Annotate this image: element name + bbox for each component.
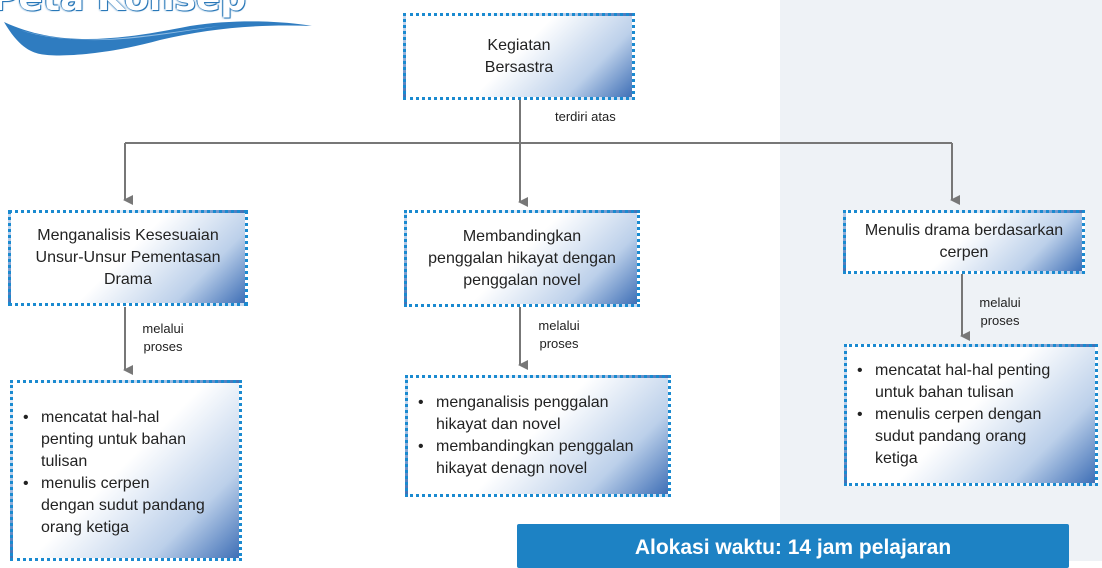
branch-2-process-box: menganalisis penggalan hikayat dan novel… — [405, 375, 671, 497]
branch-2-title-line: penggalan novel — [463, 271, 581, 289]
branch-1-title-line: Unsur-Unsur Pementasan — [35, 249, 221, 266]
relation-line: melalui — [538, 318, 580, 333]
list-item: mencatat hal-hal penting untuk bahan tul… — [23, 407, 233, 473]
list-item: mencatat hal-hal penting untuk bahan tul… — [857, 360, 1089, 404]
branch-2-node: Membandingkan penggalan hikayat dengan p… — [404, 210, 640, 307]
branch-2-title-line: Membandingkan — [462, 227, 582, 245]
branch-1-process-list: mencatat hal-hal penting untuk bahan tul… — [13, 407, 239, 539]
list-item-line: penting untuk bahan — [41, 431, 187, 448]
branch-1-title-line: Drama — [103, 271, 152, 288]
branch-2-process-list: menganalisis penggalan hikayat dan novel… — [408, 392, 668, 480]
branch-1-process-box: mencatat hal-hal penting untuk bahan tul… — [10, 380, 242, 561]
relation-label-branch-2: melalui proses — [532, 317, 586, 353]
root-node: Kegiatan Bersastra — [403, 13, 635, 100]
relation-line: melalui — [979, 295, 1021, 310]
list-item-line: mencatat hal-hal penting — [875, 362, 1051, 379]
root-line-1: Kegiatan — [487, 36, 551, 54]
relation-label-branch-3: melalui proses — [973, 294, 1027, 330]
root-line-2: Bersastra — [484, 58, 554, 76]
relation-line: proses — [143, 339, 183, 354]
relation-label-branch-1: melalui proses — [136, 320, 190, 356]
swoosh-icon — [4, 21, 312, 56]
relation-line: proses — [539, 336, 579, 351]
list-item: menulis cerpen dengan sudut pandang oran… — [23, 473, 233, 539]
branch-1-node: Menganalisis Kesesuaian Unsur-Unsur Peme… — [8, 210, 248, 306]
header-logo: Peta Konsep — [0, 0, 320, 65]
branch-3-title-line: cerpen — [939, 244, 989, 261]
list-item-line: menganalisis penggalan — [436, 394, 609, 411]
page-title: Peta Konsep — [0, 0, 246, 19]
list-item-line: menulis cerpen — [41, 475, 150, 492]
list-item-line: hikayat dan novel — [436, 416, 561, 433]
list-item-line: untuk bahan tulisan — [875, 384, 1014, 401]
time-allocation-banner: Alokasi waktu: 14 jam pelajaran — [517, 524, 1069, 568]
relation-label-root: terdiri atas — [555, 109, 616, 124]
relation-line: melalui — [142, 321, 184, 336]
list-item-line: sudut pandang orang — [875, 428, 1027, 445]
branch-3-process-box: mencatat hal-hal penting untuk bahan tul… — [844, 344, 1098, 486]
list-item-line: mencatat hal-hal — [41, 409, 160, 426]
branch-2-title-line: penggalan hikayat dengan — [428, 249, 616, 267]
list-item-line: menulis cerpen dengan — [875, 406, 1042, 423]
branch-3-node: Menulis drama berdasarkan cerpen — [843, 210, 1085, 274]
list-item: membandingkan penggalan hikayat denagn n… — [418, 436, 662, 480]
list-item: menulis cerpen dengan sudut pandang oran… — [857, 404, 1089, 470]
list-item-line: ketiga — [875, 450, 918, 467]
list-item-line: orang ketiga — [41, 519, 130, 536]
list-item-line: hikayat denagn novel — [436, 460, 588, 477]
branch-1-title-line: Menganalisis Kesesuaian — [37, 227, 219, 244]
list-item-line: tulisan — [41, 453, 88, 470]
relation-line: proses — [980, 313, 1020, 328]
list-item: menganalisis penggalan hikayat dan novel — [418, 392, 662, 436]
list-item-line: dengan sudut pandang — [41, 497, 205, 514]
list-item-line: membandingkan penggalan — [436, 438, 634, 455]
branch-3-process-list: mencatat hal-hal penting untuk bahan tul… — [847, 360, 1095, 470]
branch-3-title-line: Menulis drama berdasarkan — [864, 222, 1064, 239]
